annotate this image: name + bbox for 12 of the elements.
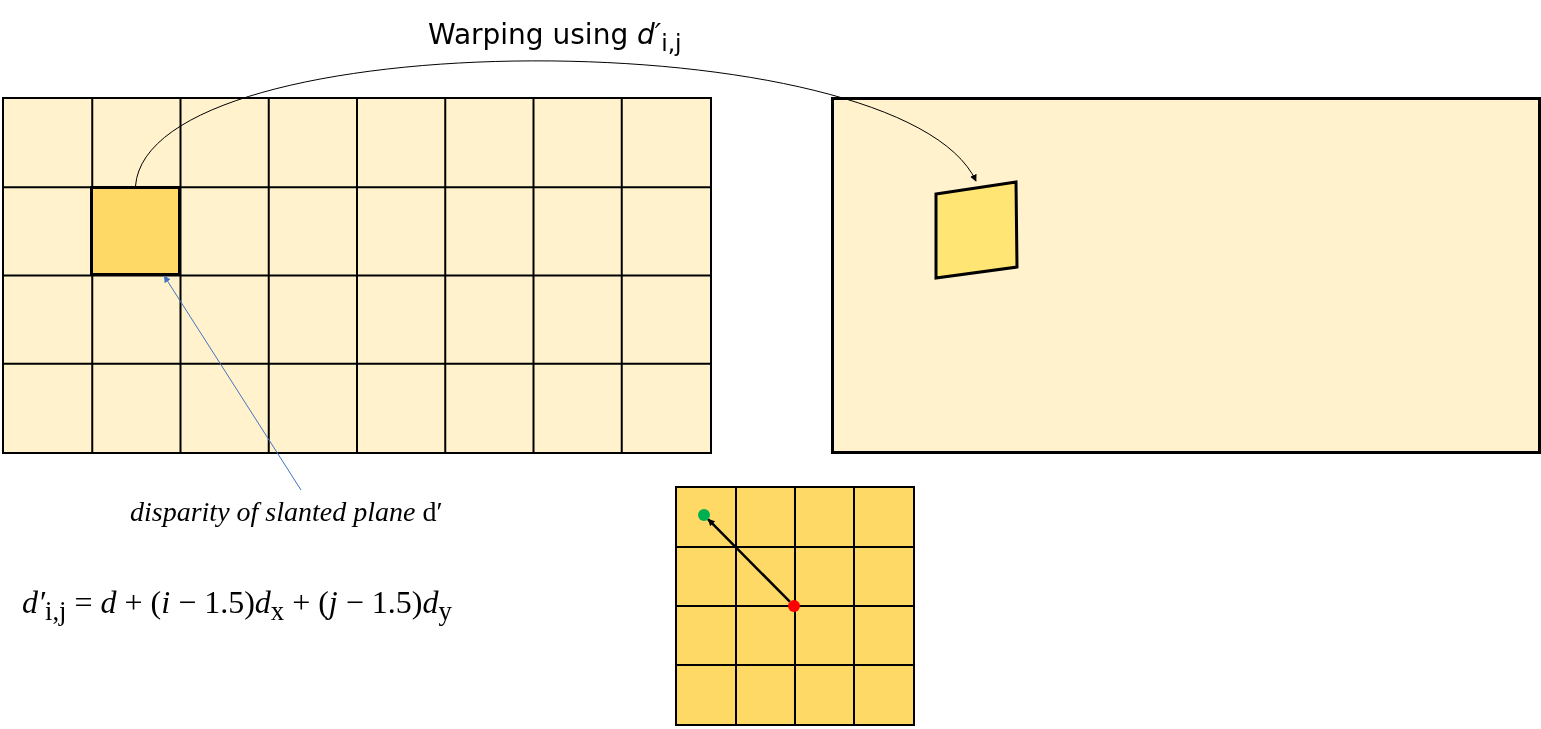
grid-image	[2, 97, 712, 454]
center-dot	[788, 600, 800, 612]
highlighted-cell	[90, 186, 181, 276]
leader-line	[163, 275, 302, 491]
warped-patch	[934, 180, 1019, 280]
arrow	[135, 60, 977, 187]
arrow	[707, 518, 791, 603]
target-image	[831, 97, 1541, 454]
annotation-text: disparity of slanted plane d′	[130, 496, 443, 528]
patch-grid	[675, 486, 915, 726]
formula: d′$_{i,j}$ = d + (i − 1.5)d$_{x}$ + (j − 1.5)d$_{y}$	[22, 584, 452, 628]
target-dot	[698, 509, 710, 521]
